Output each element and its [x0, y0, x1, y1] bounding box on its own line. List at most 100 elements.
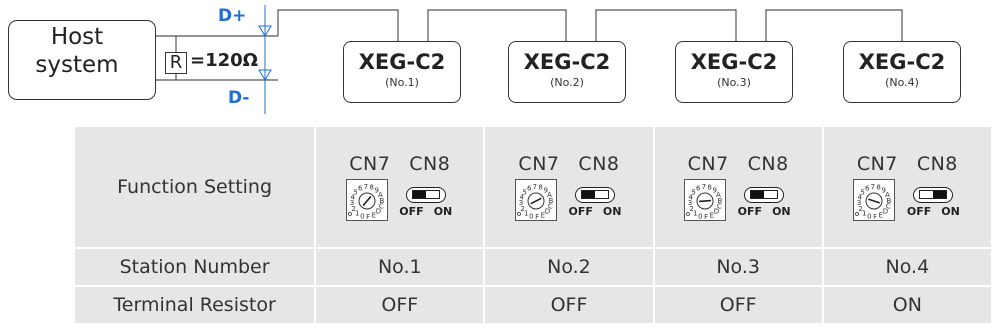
d-minus-label: D-	[228, 88, 250, 108]
rotary-digit: 2	[859, 205, 863, 213]
rotary-digit: D	[375, 208, 380, 216]
rotary-digit: F	[704, 213, 708, 220]
cn7-label: CN7	[687, 153, 729, 175]
dip-knob	[412, 191, 426, 198]
rotary-digit: 1	[355, 209, 359, 217]
d-plus-label: D+	[218, 6, 247, 26]
dip-knob	[751, 191, 765, 198]
rotary-digit: F	[535, 213, 539, 220]
rotary-index-dot	[517, 212, 521, 216]
device-name: XEG-C2	[358, 50, 446, 74]
rotary-digit: 9	[713, 187, 717, 195]
resistor-symbol: R	[165, 52, 187, 74]
rotary-digit: B	[379, 197, 384, 205]
rotary-digit: A	[885, 191, 890, 199]
dip-off-label: OFF	[737, 205, 763, 218]
device-name: XEG-C2	[858, 50, 946, 74]
rotary-digit: D	[545, 208, 550, 216]
cn7-label: CN7	[518, 153, 560, 175]
rotary-digit: 4	[350, 193, 355, 201]
cn8-label: CN8	[916, 153, 958, 175]
rotary-digit: 4	[689, 193, 694, 201]
rotary-digit: 9	[374, 187, 378, 195]
rotary-digit: D	[883, 208, 888, 216]
rotary-digit: 7	[871, 183, 875, 191]
cn8-label: CN8	[578, 153, 620, 175]
dip-on-label: ON	[433, 205, 453, 218]
device-number: (No.4)	[885, 76, 919, 89]
rotary-digit: 5	[522, 188, 526, 196]
rotary-digit: 6	[527, 185, 532, 193]
terminal-cell-4: ON	[821, 285, 993, 325]
dip-knob	[581, 191, 595, 198]
terminal-cell-3: OFF	[652, 285, 824, 325]
dip-knob	[933, 191, 947, 198]
rotary-digit: 8	[877, 184, 881, 192]
rotary-digit: D	[714, 208, 719, 216]
bus-wiring	[156, 5, 903, 114]
rotary-digit: B	[887, 197, 892, 205]
rotary-digit: 4	[858, 193, 863, 201]
rotary-digit: 3	[519, 199, 523, 207]
device-number: (No.1)	[385, 76, 419, 89]
rotary-index-dot	[347, 212, 352, 216]
rotary-pointer	[530, 197, 542, 205]
rotary-digit: 1	[524, 209, 528, 217]
rotary-digit: 3	[857, 199, 861, 207]
rotary-digit: 9	[543, 187, 547, 195]
station-cell-2: No.2	[483, 247, 655, 287]
dip-off-label: OFF	[568, 205, 593, 218]
rotary-digit: 0	[868, 212, 872, 220]
rotary-digit: 7	[363, 183, 367, 191]
rotary-pointer	[362, 195, 372, 207]
rotary-digit: 5	[353, 188, 357, 196]
host-label-line2: system	[35, 52, 119, 78]
dip-on-label: ON	[602, 205, 622, 218]
rotary-digit: A	[378, 191, 383, 199]
rotary-pointer	[699, 199, 712, 203]
rotary-digit: E	[879, 211, 883, 219]
rotary-digit: 3	[688, 199, 692, 207]
device-name: XEG-C2	[690, 50, 778, 74]
dip-switch: OFF ON	[567, 182, 623, 218]
rotary-digit: 6	[696, 185, 701, 193]
rotary-index-dot	[855, 212, 860, 216]
vout-arrow-head	[258, 25, 272, 37]
host-system-label: Host system	[27, 23, 127, 79]
rotary-pointer	[868, 198, 881, 204]
device-box-2: XEG-C2 (No.2)	[508, 41, 626, 103]
rotary-digit: 2	[690, 205, 694, 213]
station-cell-1: No.1	[314, 247, 486, 287]
rotary-digit: 6	[358, 185, 363, 193]
rotary-digit: C	[886, 203, 891, 211]
rotary-digit: A	[716, 191, 721, 199]
rotary-digit: 2	[520, 205, 524, 213]
host-label-line1: Host	[50, 24, 104, 50]
rotary-digit: E	[371, 211, 375, 219]
rotary-digit: 8	[538, 184, 542, 192]
terminal-resistor-label: Terminal Resistor	[72, 285, 317, 325]
rotary-digit: B	[549, 197, 554, 205]
rotary-digit: F	[366, 213, 370, 220]
rotary-digit: B	[718, 197, 723, 205]
rotary-digit: C	[379, 203, 384, 211]
station-cell-4: No.4	[821, 247, 993, 287]
rotary-digit: 9	[882, 187, 886, 195]
cn8-label: CN8	[747, 153, 789, 175]
device-box-1: XEG-C2 (No.1)	[343, 41, 461, 103]
device-name: XEG-C2	[523, 50, 611, 74]
rotary-digit: 8	[369, 184, 373, 192]
station-number-label: Station Number	[72, 247, 317, 287]
terminal-cell-1: OFF	[314, 285, 486, 325]
cn7-label: CN7	[856, 153, 898, 175]
rotary-digit: F	[874, 213, 878, 220]
device-number: (No.3)	[717, 76, 751, 89]
rotary-digit: E	[710, 211, 714, 219]
